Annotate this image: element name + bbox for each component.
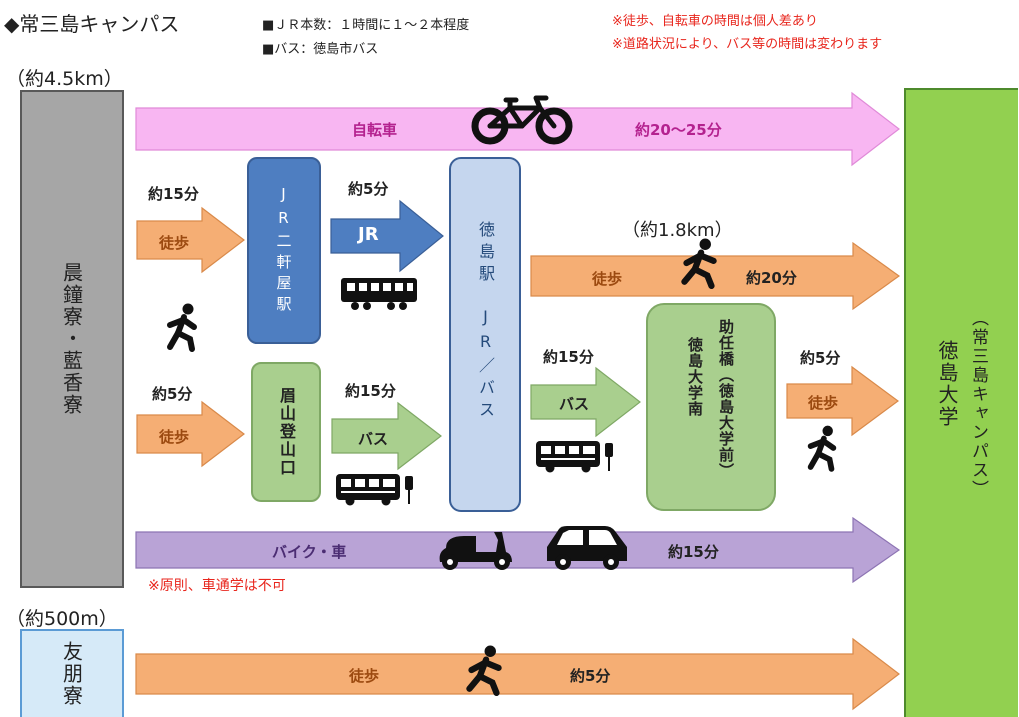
jr-arrow <box>330 199 444 273</box>
destination-campus: （常三島キャンパス） <box>968 308 988 499</box>
bike-car-label: バイク・車 <box>272 543 347 561</box>
walk-final-label: 徒歩 <box>808 394 839 412</box>
station-tokushima-label: 徳島駅 <box>476 221 495 287</box>
bus-bizan-label: バス <box>358 430 389 448</box>
walker-icon <box>681 238 717 290</box>
walk-from-tokushima-label: 徒歩 <box>592 270 623 288</box>
station-tokushima: 徳島駅 JR／バス <box>449 157 521 512</box>
stop-sukeninbashi-sub: 徳島大学南 <box>686 337 704 417</box>
jr-time: 約5分 <box>348 180 389 198</box>
walker-icon <box>466 645 502 697</box>
walk-small-label: 徒歩 <box>349 667 380 685</box>
jr-frequency-note: ■ＪＲ本数：１時間に１～２本程度 <box>262 18 470 33</box>
car-commute-note: ※原則、車通学は不可 <box>148 578 286 594</box>
origin-dorm-small: 友朋寮 <box>20 629 124 717</box>
walk-small-arrow <box>135 637 900 711</box>
origin-dorm-main: 晨鐘寮・藍香寮 <box>20 90 124 588</box>
station-nikenya-label: JR二軒屋駅 <box>274 184 293 317</box>
bike-car-time: 約15分 <box>668 543 719 561</box>
origin-dorm-main-label: 晨鐘寮・藍香寮 <box>59 262 84 416</box>
bus-tokushima-time: 約15分 <box>543 348 594 366</box>
walk-to-nikenya-label: 徒歩 <box>159 234 190 252</box>
station-tokushima-mode: JR／バス <box>476 307 495 423</box>
bus-icon <box>536 441 613 473</box>
destination-name: 徳島大学 <box>935 339 959 428</box>
train-icon <box>341 278 417 310</box>
walk-to-bizan-time: 約5分 <box>152 385 193 403</box>
bus-bizan-time: 約15分 <box>345 382 396 400</box>
bus-icon <box>336 474 413 506</box>
distance-mid: （約1.8km） <box>622 220 733 241</box>
bicycle-time: 約20～25分 <box>635 121 722 139</box>
walk-from-tokushima-arrow <box>530 241 901 311</box>
scooter-icon <box>439 532 512 570</box>
bus-tokushima-arrow <box>530 366 641 438</box>
walk-from-tokushima-time: 約20分 <box>746 269 797 287</box>
jr-label: JR <box>358 224 379 245</box>
destination-university: 徳島大学 （常三島キャンパス） <box>904 88 1018 717</box>
walker-icon <box>807 425 837 472</box>
bus-operator-note: ■バス：徳島市バス <box>262 42 379 57</box>
walker-icon <box>167 303 197 352</box>
walk-to-nikenya-arrow <box>136 206 245 274</box>
traffic-note: ※道路状況により、バス等の時間は変わります <box>612 37 883 52</box>
walk-to-bizan-arrow <box>136 400 245 468</box>
page-title: ◆常三島キャンパス <box>4 12 180 36</box>
time-variance-note: ※徒歩、自転車の時間は個人差あり <box>612 14 818 29</box>
walk-to-bizan-label: 徒歩 <box>159 428 190 446</box>
walk-small-time: 約5分 <box>570 667 611 685</box>
stop-sukeninbashi-label: 助任橋（徳島大学前） <box>717 319 735 479</box>
walk-final-time: 約5分 <box>800 349 841 367</box>
distance-small: （約500m） <box>6 608 118 630</box>
bicycle-arrow <box>135 91 900 167</box>
distance-main: （約4.5km） <box>6 68 123 90</box>
car-icon <box>547 526 627 570</box>
bicycle-icon <box>471 95 573 145</box>
walk-to-nikenya-time: 約15分 <box>148 185 199 203</box>
bus-bizan-arrow <box>331 401 442 471</box>
stop-sukeninbashi: 助任橋（徳島大学前） 徳島大学南 <box>646 303 776 511</box>
walk-final-arrow <box>786 365 900 437</box>
origin-dorm-small-label: 友朋寮 <box>59 641 84 707</box>
bus-tokushima-label: バス <box>559 395 590 413</box>
station-bizan: 眉山登山口 <box>251 362 321 502</box>
station-nikenya: JR二軒屋駅 <box>247 157 321 344</box>
station-bizan-label: 眉山登山口 <box>277 387 296 477</box>
bicycle-label: 自転車 <box>352 121 398 139</box>
bike-car-arrow <box>135 516 901 584</box>
